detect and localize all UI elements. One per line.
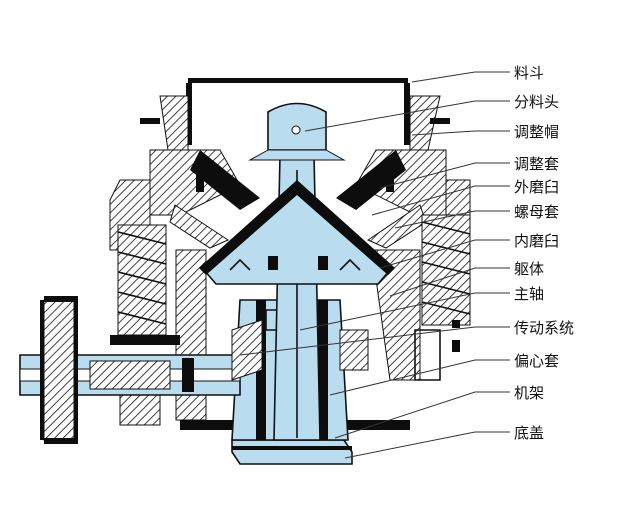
label-main-shaft: 主轴 [514, 285, 544, 303]
label-hopper: 料斗 [514, 64, 544, 82]
label-adjusting-cap: 调整帽 [514, 123, 559, 141]
leader-lines [239, 71, 510, 459]
bevel-gear [231, 319, 369, 381]
label-eccentric-sleeve: 偏心套 [514, 352, 559, 370]
crusher-drawing [19, 78, 471, 465]
hopper [140, 78, 450, 151]
label-frame: 机架 [514, 384, 544, 402]
label-mantle: 内磨臼 [514, 232, 559, 250]
spring-left [117, 224, 167, 336]
bottom-cover [231, 439, 353, 465]
label-body: 躯体 [514, 260, 544, 278]
label-concave: 外磨臼 [514, 178, 559, 196]
mantle [199, 180, 395, 285]
label-bottom-cover: 底盖 [514, 424, 544, 442]
label-nut-sleeve: 螺母套 [514, 203, 559, 221]
spring-right [421, 214, 471, 326]
labels: 料斗 分料头 调整帽 调整套 外磨臼 螺母套 内磨臼 躯体 主轴 传动系统 偏心… [514, 64, 574, 442]
label-distribution-head: 分料头 [514, 93, 559, 111]
outer-concave [169, 150, 427, 249]
distribution-plate [248, 102, 346, 161]
pulley [40, 296, 78, 444]
label-adjusting-sleeve: 调整套 [514, 155, 559, 173]
label-drive-system: 传动系统 [514, 319, 574, 337]
